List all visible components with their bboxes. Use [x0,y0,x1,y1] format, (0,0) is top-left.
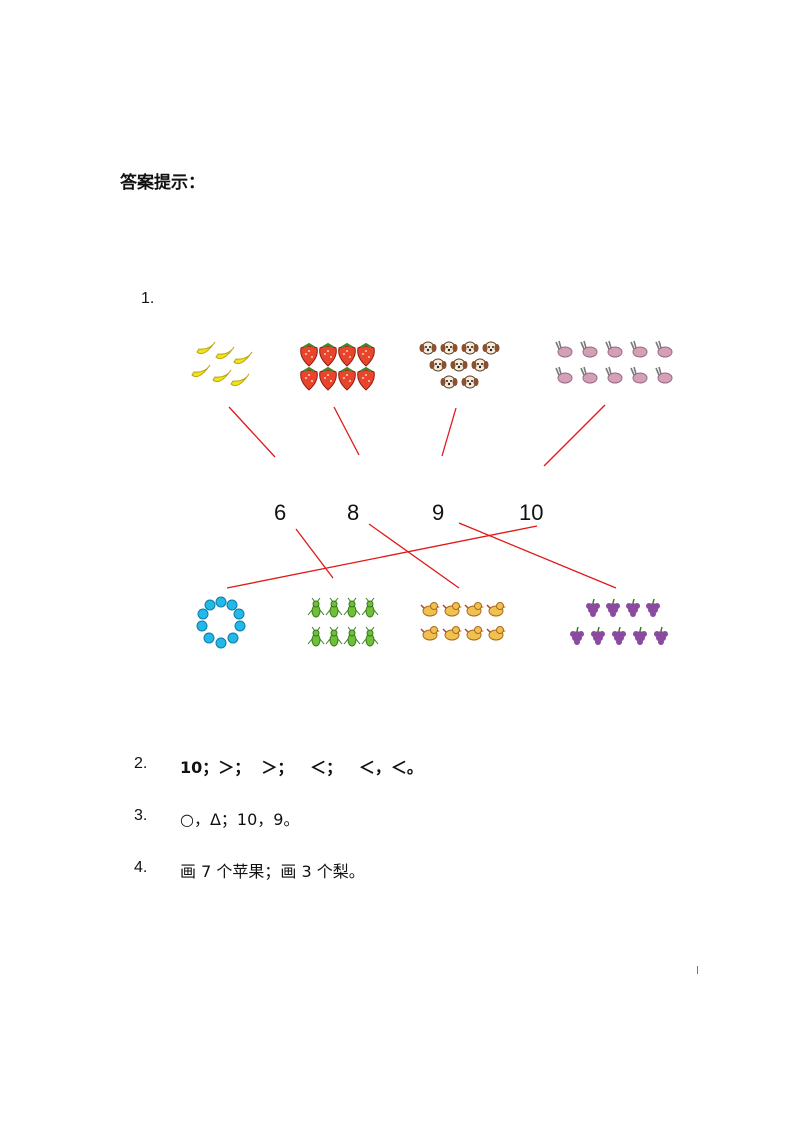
strawberry-icon [318,343,338,367]
grapes-icon [590,626,606,646]
bead-icon [203,632,215,644]
question-3-answer: ○，Δ；10，9。 [180,810,300,829]
dog-icon [450,358,468,372]
grapes-icon [653,626,669,646]
bead-icon [215,596,227,608]
answer-heading: 答案提示： [120,173,205,193]
grasshopper-icon [343,626,361,647]
dog-icon [461,341,479,355]
strawberry-icon [318,367,338,391]
grasshopper-icon [361,597,379,618]
dog-icon [482,341,500,355]
grapes-icon [645,598,661,618]
question-1-number: 1. [141,290,155,307]
dog-icon [429,358,447,372]
line-6-grasshopper [295,528,334,579]
banana-icon [212,369,232,383]
question-3-number: 3. [134,807,148,824]
line-dog-9 [441,407,457,457]
banana-icon [233,351,253,365]
chick-icon [486,601,507,617]
bead-icon [197,608,209,620]
grasshopper-icon [325,626,343,647]
question-2-answer: 10；＞； ＞； ＜； ＜，＜。 [180,758,423,777]
rabbit-group [555,340,673,384]
banana-icon [215,346,235,360]
rabbit-icon [555,340,573,358]
chick-icon [442,601,463,617]
grasshopper-icon [325,597,343,618]
chick-icon [442,625,463,641]
grapes-icon [611,626,627,646]
number-10: 10 [519,500,544,525]
line-10-bead [226,525,538,589]
banana-icon [191,364,211,378]
chick-icon [464,625,485,641]
strawberry-icon [299,367,319,391]
grasshopper-icon [307,626,325,647]
chick-icon [486,625,507,641]
rabbit-icon [605,366,623,384]
grapes-icon [569,626,585,646]
line-banana-6 [228,406,276,458]
page-mark [697,966,698,974]
line-9-grapes [458,522,617,589]
grapes-icon [585,598,601,618]
rabbit-icon [655,366,673,384]
chick-icon [464,601,485,617]
question-2-number: 2. [134,755,148,772]
grasshopper-group [307,597,379,647]
line-8-chick [368,523,460,589]
strawberry-icon [299,343,319,367]
line-rabbit-10 [543,404,606,467]
grapes-icon [605,598,621,618]
grasshopper-icon [307,597,325,618]
bead-icon [196,620,208,632]
banana-icon [196,341,216,355]
bead-icon [227,632,239,644]
bead-icon [226,599,238,611]
rabbit-icon [655,340,673,358]
rabbit-icon [580,366,598,384]
chick-icon [420,601,441,617]
banana-group [191,341,253,387]
bead-icon [215,637,227,649]
rabbit-icon [630,340,648,358]
rabbit-icon [580,340,598,358]
dog-icon [440,375,458,389]
grasshopper-icon [343,597,361,618]
dog-icon [440,341,458,355]
strawberry-icon [337,343,357,367]
question-4-number: 4. [134,859,148,876]
grapes-icon [625,598,641,618]
dog-icon [461,375,479,389]
grapes-group [569,598,669,646]
chick-group [420,601,507,641]
bead-group [196,596,246,649]
rabbit-icon [555,366,573,384]
rabbit-icon [630,366,648,384]
grasshopper-icon [361,626,379,647]
connection-lines [226,404,617,589]
number-6: 6 [274,500,287,525]
number-8: 8 [347,500,360,525]
dog-icon [471,358,489,372]
chick-icon [420,625,441,641]
strawberry-group [299,343,376,391]
strawberry-icon [356,367,376,391]
question-4-answer: 画 7 个苹果；画 3 个梨。 [180,862,365,881]
bead-icon [233,608,245,620]
dog-icon [419,341,437,355]
strawberry-icon [356,343,376,367]
number-9: 9 [432,500,445,525]
rabbit-icon [605,340,623,358]
bead-icon [204,599,216,611]
strawberry-icon [337,367,357,391]
dog-group [419,341,500,389]
line-strawberry-8 [333,406,360,456]
banana-icon [230,373,250,387]
grapes-icon [632,626,648,646]
bead-icon [234,620,246,632]
